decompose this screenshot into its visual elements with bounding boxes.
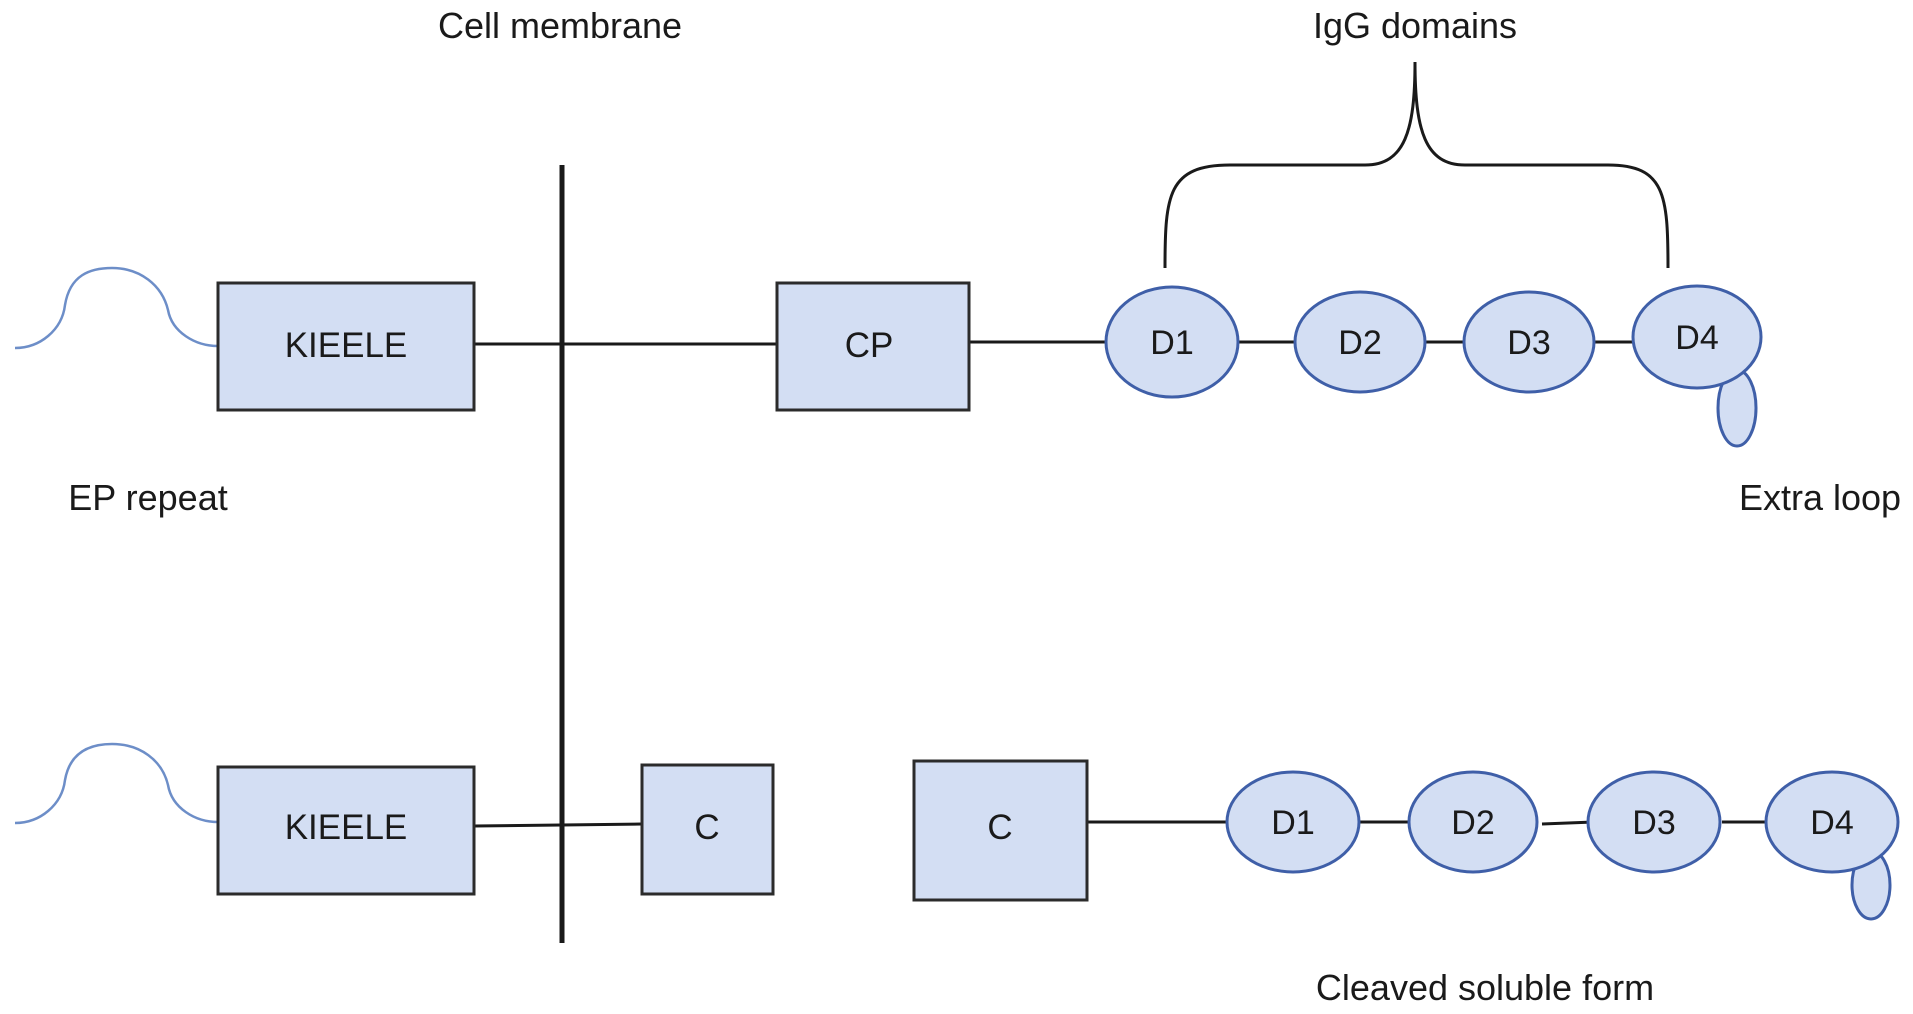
domain-d4-top — [1631, 284, 1763, 390]
domain-d2-label-bottom: D2 — [1451, 804, 1494, 842]
domain-d4-bottom — [1764, 770, 1900, 874]
igg-domains-bracket — [1163, 61, 1670, 269]
kieele-label-bottom: KIEELE — [285, 808, 408, 847]
domain-d1-label-bottom: D1 — [1271, 804, 1314, 842]
cell-membrane-label: Cell membrane — [438, 5, 682, 46]
domain-d3-label-top: D3 — [1507, 324, 1550, 362]
connector-line — [473, 822, 643, 828]
extra-loop-label: Extra loop — [1739, 477, 1901, 518]
domain-d3-label-bottom: D3 — [1632, 804, 1675, 842]
domain-d3-top — [1462, 290, 1596, 394]
ep-repeat-label: EP repeat — [68, 477, 227, 518]
domain-d1-label-top: D1 — [1150, 324, 1193, 362]
cp-box — [775, 281, 971, 412]
domain-d1-bottom — [1225, 770, 1361, 874]
domain-d4-label-bottom: D4 — [1810, 804, 1853, 842]
domain-d2-bottom — [1407, 770, 1539, 874]
kieele-box-top — [216, 281, 476, 412]
domain-d3-bottom — [1586, 770, 1722, 874]
connector-line — [1541, 820, 1595, 826]
ep-repeat-curve-bottom — [14, 742, 219, 825]
ep-repeat-curve-top — [14, 266, 219, 350]
c-box-membrane — [640, 763, 775, 896]
domain-d1-top — [1104, 285, 1240, 399]
c-box-cleaved — [912, 759, 1089, 902]
kieele-box-bottom — [216, 765, 476, 896]
cleaved-soluble-form-label: Cleaved soluble form — [1316, 967, 1654, 1008]
c-label-cleaved: C — [987, 808, 1012, 847]
domain-d2-top — [1293, 290, 1427, 394]
kieele-label-top: KIEELE — [285, 326, 408, 365]
igg-domains-label: IgG domains — [1313, 5, 1517, 46]
domain-d2-label-top: D2 — [1338, 324, 1381, 362]
cp-label: CP — [845, 326, 894, 365]
domain-d4-label-top: D4 — [1675, 319, 1718, 357]
c-label-membrane: C — [694, 808, 719, 847]
